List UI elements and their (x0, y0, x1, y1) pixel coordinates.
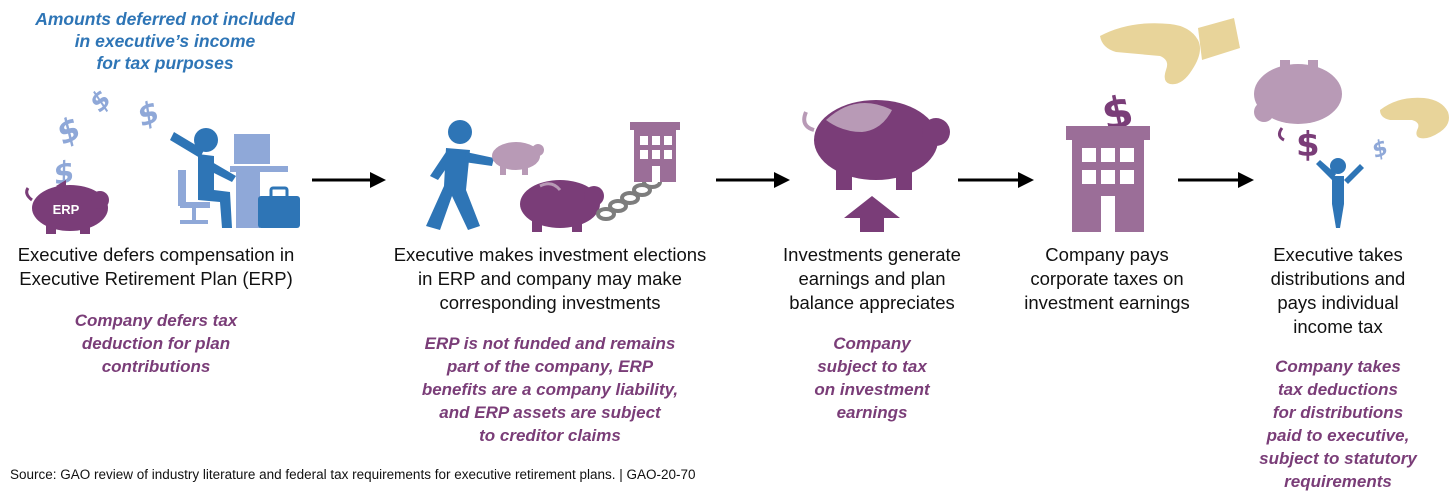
step-title-line: Executive defers compensation in (17, 244, 295, 265)
person-arms-raised-icon (1316, 158, 1364, 228)
flow-arrow-icon (1178, 172, 1254, 188)
flow-arrow-icon (958, 172, 1034, 188)
piggy-bank-icon (802, 100, 950, 190)
step-title-line: income tax (1293, 316, 1383, 337)
source-note: Source: GAO review of industry literatur… (10, 467, 696, 482)
step-note-line: for distributions (1272, 403, 1404, 422)
step-title-line: investment earnings (1024, 292, 1190, 313)
svg-text:$: $ (84, 84, 118, 118)
step-title-line: distributions and (1270, 268, 1406, 289)
step-2-title: Executive makes investment elections in … (366, 243, 734, 315)
step-note-line: tax deductions (1278, 380, 1398, 399)
step-title-line: Executive makes investment elections (393, 244, 707, 265)
flow-arrow-icon (716, 172, 790, 188)
step-note-line: paid to executive, (1266, 426, 1410, 445)
step-title-line: Executive takes (1273, 244, 1403, 265)
step-1-note: Company defers tax deduction for plan co… (36, 309, 276, 378)
top-note-line: in executive’s income (74, 31, 256, 51)
step-note-line: on investment (814, 380, 930, 399)
step-note-line: benefits are a company liability, (421, 380, 679, 399)
briefcase-icon (258, 186, 300, 228)
step-note-line: part of the company, ERP (446, 357, 654, 376)
svg-text:$: $ (1369, 135, 1392, 164)
dollar-icon: $ $ (1296, 125, 1392, 165)
piggy-bank-icon (1254, 60, 1342, 142)
piggy-bank-icon (25, 180, 109, 234)
piggy-label: ERP (53, 202, 80, 217)
step-1-title: Executive defers compensation in Executi… (6, 243, 306, 291)
step-note-line: requirements (1284, 472, 1392, 491)
top-note: Amounts deferred not included in executi… (10, 8, 320, 74)
step-5-note: Company takes tax deductions for distrib… (1238, 355, 1438, 493)
step-3-title: Investments generate earnings and plan b… (762, 243, 982, 315)
step-note-line: contributions (101, 357, 211, 376)
walking-executive-icon (426, 120, 494, 230)
step-note-line: subject to statutory (1259, 449, 1417, 468)
office-building-icon (630, 122, 680, 182)
step-note-line: Company defers tax (74, 311, 238, 330)
step-5-title: Executive takes distributions and pays i… (1238, 243, 1438, 339)
step-note-line: deduction for plan (81, 334, 231, 353)
executive-at-desk-icon (170, 128, 288, 228)
step-title-line: balance appreciates (789, 292, 955, 313)
step-3-note: Company subject to tax on investment ear… (782, 332, 962, 424)
flow-arrow-icon (312, 172, 386, 188)
step-note-line: and ERP assets are subject (439, 403, 661, 422)
step-title-line: pays individual (1277, 292, 1399, 313)
step-title-line: Investments generate (783, 244, 961, 265)
step-note-line: Company takes (1275, 357, 1401, 376)
step-4-title: Company pays corporate taxes on investme… (1002, 243, 1212, 315)
svg-text:$: $ (50, 109, 86, 153)
piggy-bank-icon (492, 142, 544, 175)
dollar-icon: $ $ $ $ (50, 84, 164, 192)
hand-icon (1100, 18, 1240, 85)
step-title-line: earnings and plan (798, 268, 946, 289)
svg-text:$: $ (133, 94, 165, 134)
top-note-line: Amounts deferred not included (35, 9, 295, 29)
step-note-line: subject to tax (817, 357, 927, 376)
office-building-icon (1066, 126, 1150, 232)
hand-icon (1380, 97, 1449, 139)
svg-text:$: $ (1296, 125, 1320, 165)
step-2-note: ERP is not funded and remains part of th… (390, 332, 710, 447)
step-title-line: in ERP and company may make (418, 268, 682, 289)
step-title-line: corresponding investments (439, 292, 661, 313)
step-title-line: Company pays (1045, 244, 1169, 265)
step-note-line: to creditor claims (479, 426, 621, 445)
step-note-line: Company (833, 334, 911, 353)
step-note-line: earnings (836, 403, 908, 422)
top-note-line: for tax purposes (96, 53, 234, 73)
step-title-line: Executive Retirement Plan (ERP) (19, 268, 293, 289)
step-title-line: corporate taxes on (1030, 268, 1184, 289)
chained-piggy-bank-icon (520, 175, 662, 232)
step-note-line: ERP is not funded and remains (424, 334, 676, 353)
up-arrow-icon (844, 196, 900, 232)
